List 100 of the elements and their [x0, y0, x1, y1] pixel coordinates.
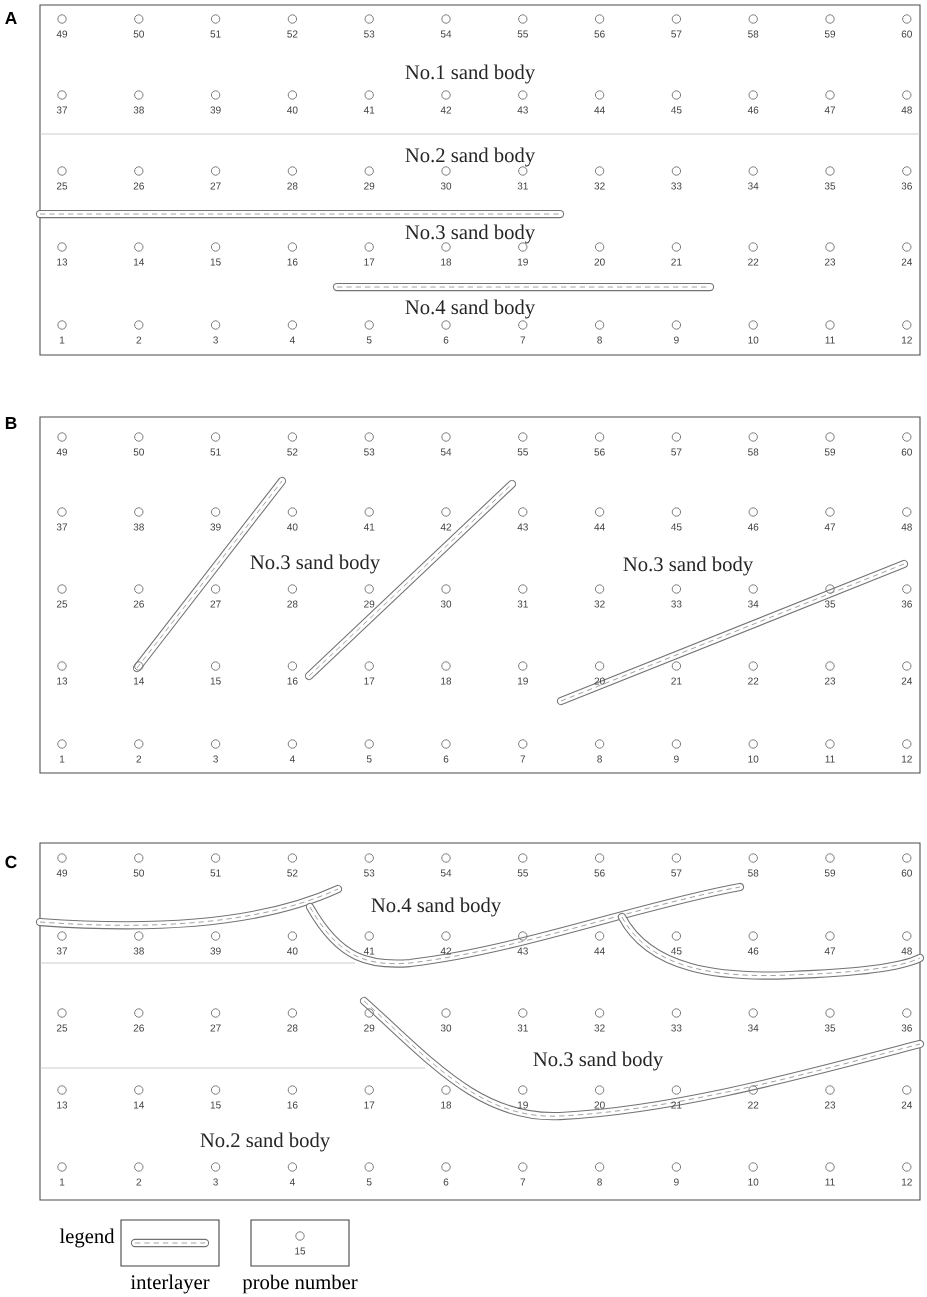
probe-number: 11 — [825, 1178, 835, 1186]
probe-number: 26 — [133, 600, 144, 608]
probe-number: 39 — [210, 106, 221, 114]
probe-number: 26 — [133, 1024, 144, 1032]
probe-number: 49 — [56, 448, 68, 456]
probe-number: 34 — [748, 182, 759, 190]
probe-number: 35 — [824, 182, 836, 190]
probe-number: 42 — [440, 106, 452, 114]
probe-number: 8 — [597, 755, 602, 763]
legend-title: legend — [59, 1228, 115, 1248]
sand-body-label: No.3 sand body — [623, 556, 754, 576]
probe-number: 3 — [213, 336, 218, 344]
probe-number: 56 — [594, 30, 605, 38]
probe-number: 4 — [289, 1178, 295, 1186]
probe-number: 15 — [210, 677, 221, 685]
probe-number: 31 — [517, 600, 528, 608]
probe-number: 23 — [824, 258, 836, 266]
probe-number: 22 — [748, 258, 759, 266]
probe-number: 12 — [902, 755, 912, 763]
probe-number: 51 — [210, 869, 221, 877]
probe-number: 41 — [363, 106, 375, 114]
probe-number: 53 — [364, 869, 375, 877]
probe-number: 50 — [133, 869, 144, 877]
probe-number: 19 — [518, 1101, 528, 1109]
probe-number: 24 — [901, 258, 913, 266]
probe-number: 10 — [748, 1178, 759, 1186]
probe-number: 23 — [824, 677, 836, 685]
probe-number: 2 — [136, 1178, 142, 1186]
probe-number: 34 — [748, 1024, 759, 1032]
probe-number: 38 — [133, 947, 144, 955]
probe-number: 46 — [747, 106, 759, 114]
legend-text: probe number — [242, 1274, 358, 1294]
probe-number: 5 — [366, 755, 372, 763]
probe-number: 44 — [594, 523, 605, 531]
probe-number: 60 — [901, 448, 912, 456]
probe-number: 19 — [518, 677, 528, 685]
probe-number: 40 — [287, 106, 298, 114]
probe-number: 5 — [366, 336, 372, 344]
probe-number: 55 — [517, 869, 528, 877]
probe-number: 9 — [674, 755, 679, 763]
probe-number: 47 — [824, 947, 836, 955]
probe-number: 56 — [594, 869, 605, 877]
sand-body-label: No.1 sand body — [405, 64, 536, 84]
probe-number: 9 — [674, 336, 679, 344]
probe-number: 15 — [210, 258, 221, 266]
probe-number: 52 — [287, 869, 298, 877]
probe-number: 13 — [57, 258, 68, 266]
probe-number: 37 — [56, 947, 68, 955]
probe-number: 1 — [59, 336, 65, 344]
probe-number: 58 — [748, 448, 759, 456]
probe-number: 51 — [210, 30, 221, 38]
probe-number: 7 — [520, 336, 526, 344]
probe-number: 15 — [210, 1101, 221, 1109]
probe-number: 25 — [56, 182, 68, 190]
probe-number: 45 — [671, 523, 682, 531]
probe-number: 57 — [671, 448, 682, 456]
probe-number: 24 — [901, 1101, 913, 1109]
probe-number: 29 — [364, 1024, 375, 1032]
probe-number: 59 — [824, 869, 836, 877]
panel-label: B — [5, 417, 17, 429]
probe-number: 32 — [594, 600, 605, 608]
probe-number: 21 — [671, 258, 682, 266]
probe-number: 27 — [210, 1024, 221, 1032]
probe-number: 35 — [824, 1024, 836, 1032]
probe-number: 30 — [440, 1024, 452, 1032]
probe-number: 39 — [210, 947, 221, 955]
probe-number: 58 — [748, 30, 759, 38]
probe-number: 18 — [441, 677, 452, 685]
panel-label: C — [5, 855, 17, 869]
probe-number: 6 — [443, 755, 449, 763]
probe-number: 43 — [517, 523, 528, 531]
probe-number: 6 — [443, 1178, 449, 1186]
probe-number: 59 — [824, 30, 836, 38]
probe-number: 48 — [901, 523, 912, 531]
probe-number: 50 — [133, 448, 144, 456]
probe-number: 17 — [364, 1101, 375, 1109]
probe-number: 7 — [520, 1178, 526, 1186]
probe-number: 1 — [59, 1178, 65, 1186]
probe-number: 28 — [287, 600, 298, 608]
probe-number: 44 — [594, 947, 605, 955]
probe-number: 8 — [597, 336, 602, 344]
probe-number: 29 — [364, 182, 375, 190]
probe-number: 20 — [594, 1101, 605, 1109]
legend-text: interlayer — [130, 1274, 210, 1294]
probe-number: 48 — [901, 106, 912, 114]
probe-number: 50 — [133, 30, 144, 38]
sand-body-label: No.3 sand body — [533, 1051, 664, 1071]
probe-number: 14 — [134, 258, 145, 266]
probe-number: 36 — [901, 600, 912, 608]
probe-number: 53 — [364, 448, 375, 456]
panel-label: A — [5, 12, 17, 24]
probe-number: 21 — [671, 677, 682, 685]
probe-number: 35 — [824, 600, 836, 608]
probe-number: 54 — [440, 448, 452, 456]
probe-number: 59 — [824, 448, 836, 456]
probe-number: 41 — [363, 523, 375, 531]
probe-number: 21 — [671, 1101, 682, 1109]
sand-body-label: No.3 sand body — [405, 224, 536, 244]
probe-number: 3 — [213, 755, 218, 763]
probe-number: 52 — [287, 448, 298, 456]
